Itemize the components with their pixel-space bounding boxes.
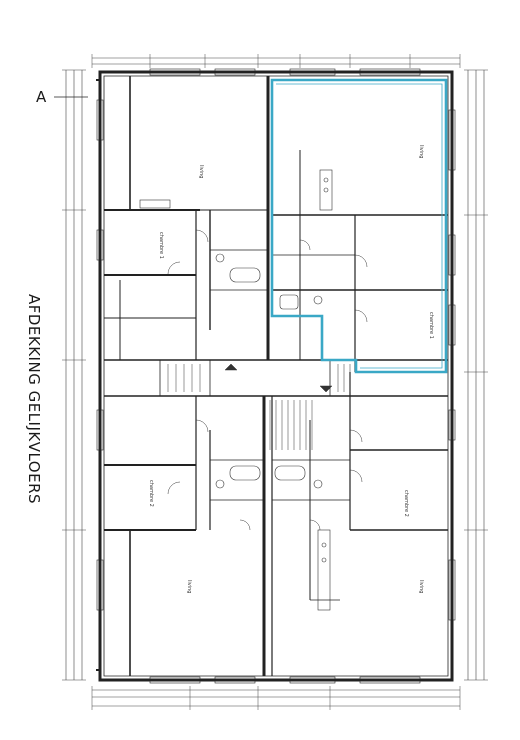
drawing-title: AFDEKKING GELIJKVLOERS	[25, 293, 43, 505]
outer-walls	[96, 70, 454, 682]
room-label-chambre-2: chambre 2	[148, 480, 154, 507]
dimension-lines	[62, 54, 488, 710]
room-labels: living living chambre 1 chambre 2 chambr…	[148, 145, 434, 593]
interior-walls	[104, 76, 448, 676]
room-label-living-right-bottom: living	[418, 580, 424, 593]
room-label-chambre-1-right: chambre 1	[428, 312, 434, 339]
fixtures	[139, 169, 333, 611]
highlighted-unit-inner	[276, 83, 443, 369]
room-label-living-bottom: living	[186, 580, 192, 593]
room-label-living-top: living	[198, 165, 204, 178]
stair-hatch	[167, 363, 351, 450]
door-swings	[167, 229, 368, 531]
drawing-title-wrapper: AFDEKKING GELIJKVLOERS	[14, 290, 54, 510]
section-marker-label: A	[36, 88, 47, 106]
room-label-chambre-1: chambre 1	[158, 232, 164, 259]
highlighted-unit-outline	[270, 78, 448, 374]
room-label-living-right-top: living	[418, 145, 424, 158]
room-label-chambre-2-right: chambre 2	[403, 490, 409, 517]
windows	[96, 68, 456, 684]
